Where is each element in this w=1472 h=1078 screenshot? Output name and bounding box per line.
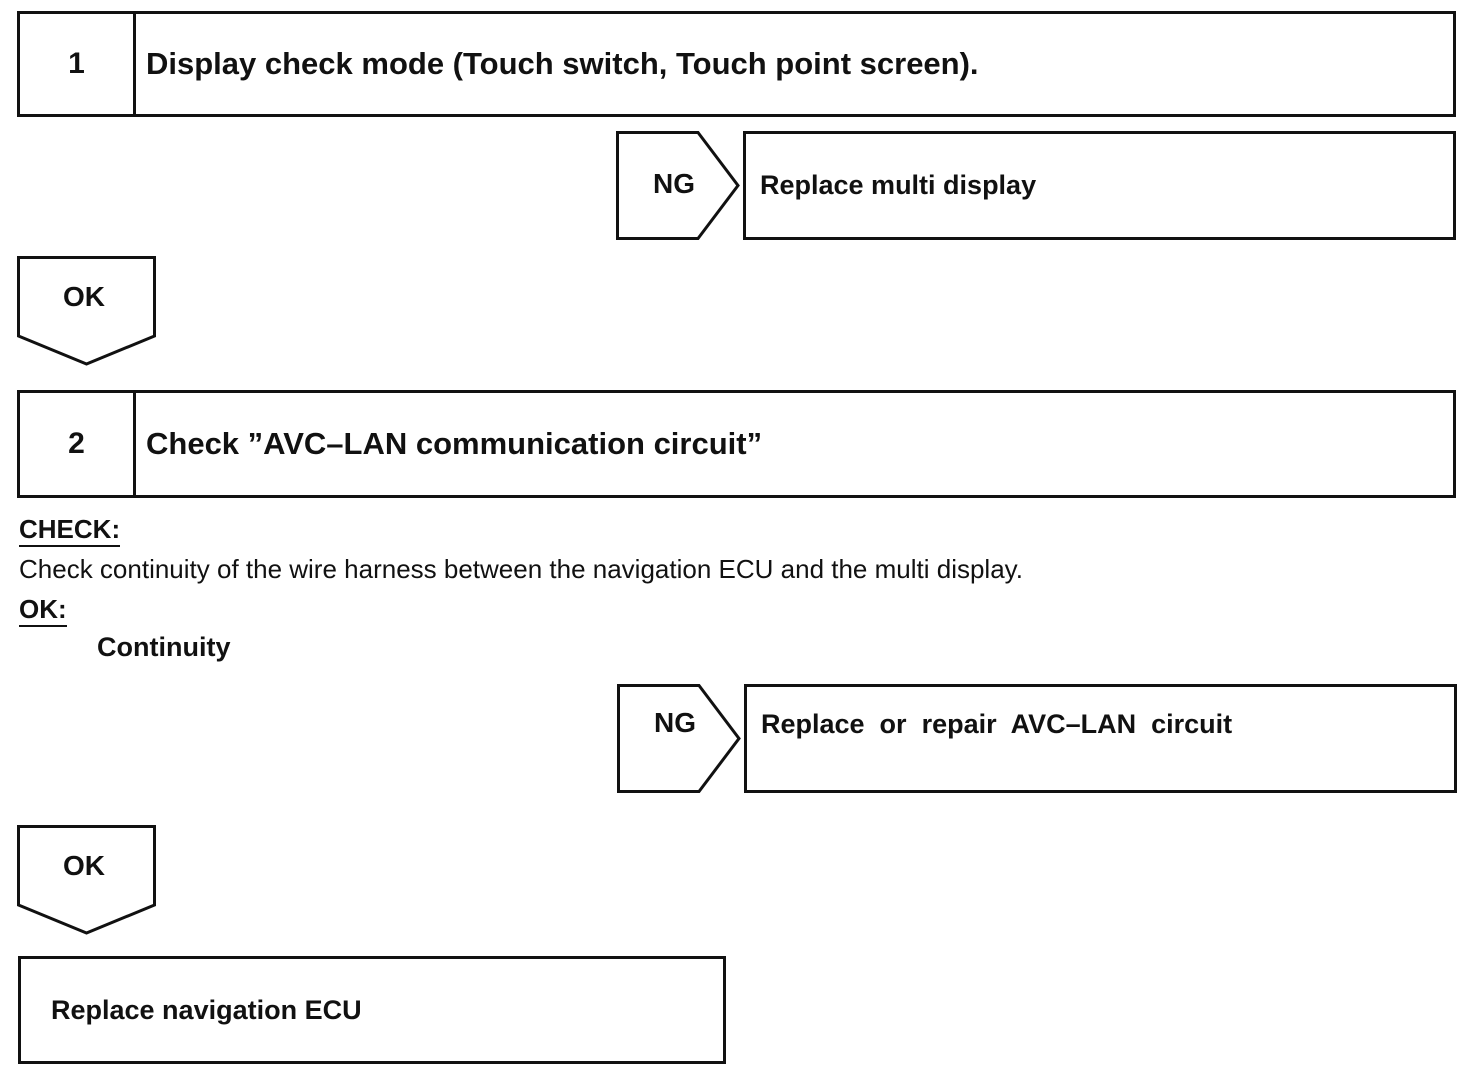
ok-spec-value: Continuity	[97, 632, 231, 662]
check-text: Check continuity of the wire harness bet…	[19, 554, 1023, 584]
ng-2-action-text: Replace or repair AVC–LAN circuit	[761, 709, 1233, 739]
ng-1-label: NG	[653, 168, 695, 199]
step-2-box: 2 Check ”AVC–LAN communication circuit”	[17, 390, 1456, 498]
step-2-title: Check ”AVC–LAN communication circuit”	[146, 426, 763, 461]
step-1-box: 1 Display check mode (Touch switch, Touc…	[17, 11, 1456, 117]
ok-spec-heading: OK:	[19, 594, 67, 627]
ok-1-label: OK	[63, 281, 105, 312]
ng-2-label: NG	[654, 707, 696, 738]
ng-1-arrow	[616, 131, 740, 240]
ng-2-action-box: Replace or repair AVC–LAN circuit	[744, 684, 1457, 793]
ng-2-arrow	[617, 684, 741, 793]
ok-2-arrow	[17, 825, 156, 935]
final-action-text: Replace navigation ECU	[51, 994, 362, 1025]
step-1-title: Display check mode (Touch switch, Touch …	[146, 46, 979, 81]
ng-1-action-box: Replace multi display	[743, 131, 1456, 240]
ng-1-action-text: Replace multi display	[760, 170, 1037, 200]
ok-1-arrow	[17, 256, 156, 366]
check-heading: CHECK:	[19, 514, 121, 547]
step-1-number: 1	[20, 14, 136, 114]
final-action-box: Replace navigation ECU	[18, 956, 726, 1064]
step-2-number: 2	[20, 393, 136, 495]
ok-2-label: OK	[63, 850, 105, 881]
